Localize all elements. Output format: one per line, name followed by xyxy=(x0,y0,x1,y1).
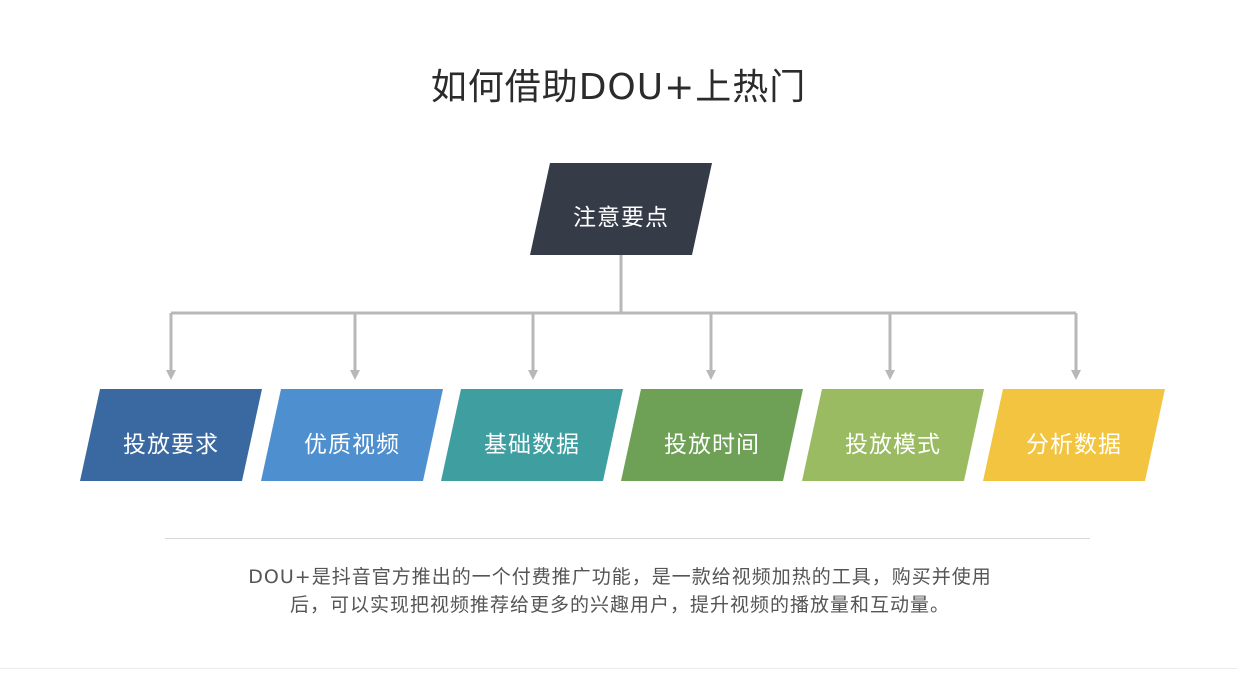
item-node-shape-1 xyxy=(80,389,262,481)
item-node-shape-5 xyxy=(802,389,984,481)
divider xyxy=(165,538,1090,539)
root-node-shape xyxy=(530,163,712,255)
description-text: DOU+是抖音官方推出的一个付费推广功能，是一款给视频加热的工具，购买并使用后，… xyxy=(248,566,992,616)
bottom-border xyxy=(0,668,1237,669)
item-node-label-6: 分析数据 xyxy=(1026,432,1122,458)
item-node-label-4: 投放时间 xyxy=(664,432,760,458)
connector-lines xyxy=(166,255,1081,380)
root-node-label: 注意要点 xyxy=(573,205,669,231)
item-node-shapes xyxy=(80,389,1165,481)
item-node-shape-3 xyxy=(441,389,623,481)
item-node-label-5: 投放模式 xyxy=(845,432,941,458)
page-title: 如何借助DOU+上热门 xyxy=(430,67,807,108)
item-node-shape-2 xyxy=(261,389,443,481)
item-node-label-3: 基础数据 xyxy=(484,432,580,458)
item-node-label-1: 投放要求 xyxy=(123,432,219,458)
item-node-shape-6 xyxy=(983,389,1165,481)
item-node-label-2: 优质视频 xyxy=(304,432,400,458)
item-node-shape-4 xyxy=(621,389,803,481)
